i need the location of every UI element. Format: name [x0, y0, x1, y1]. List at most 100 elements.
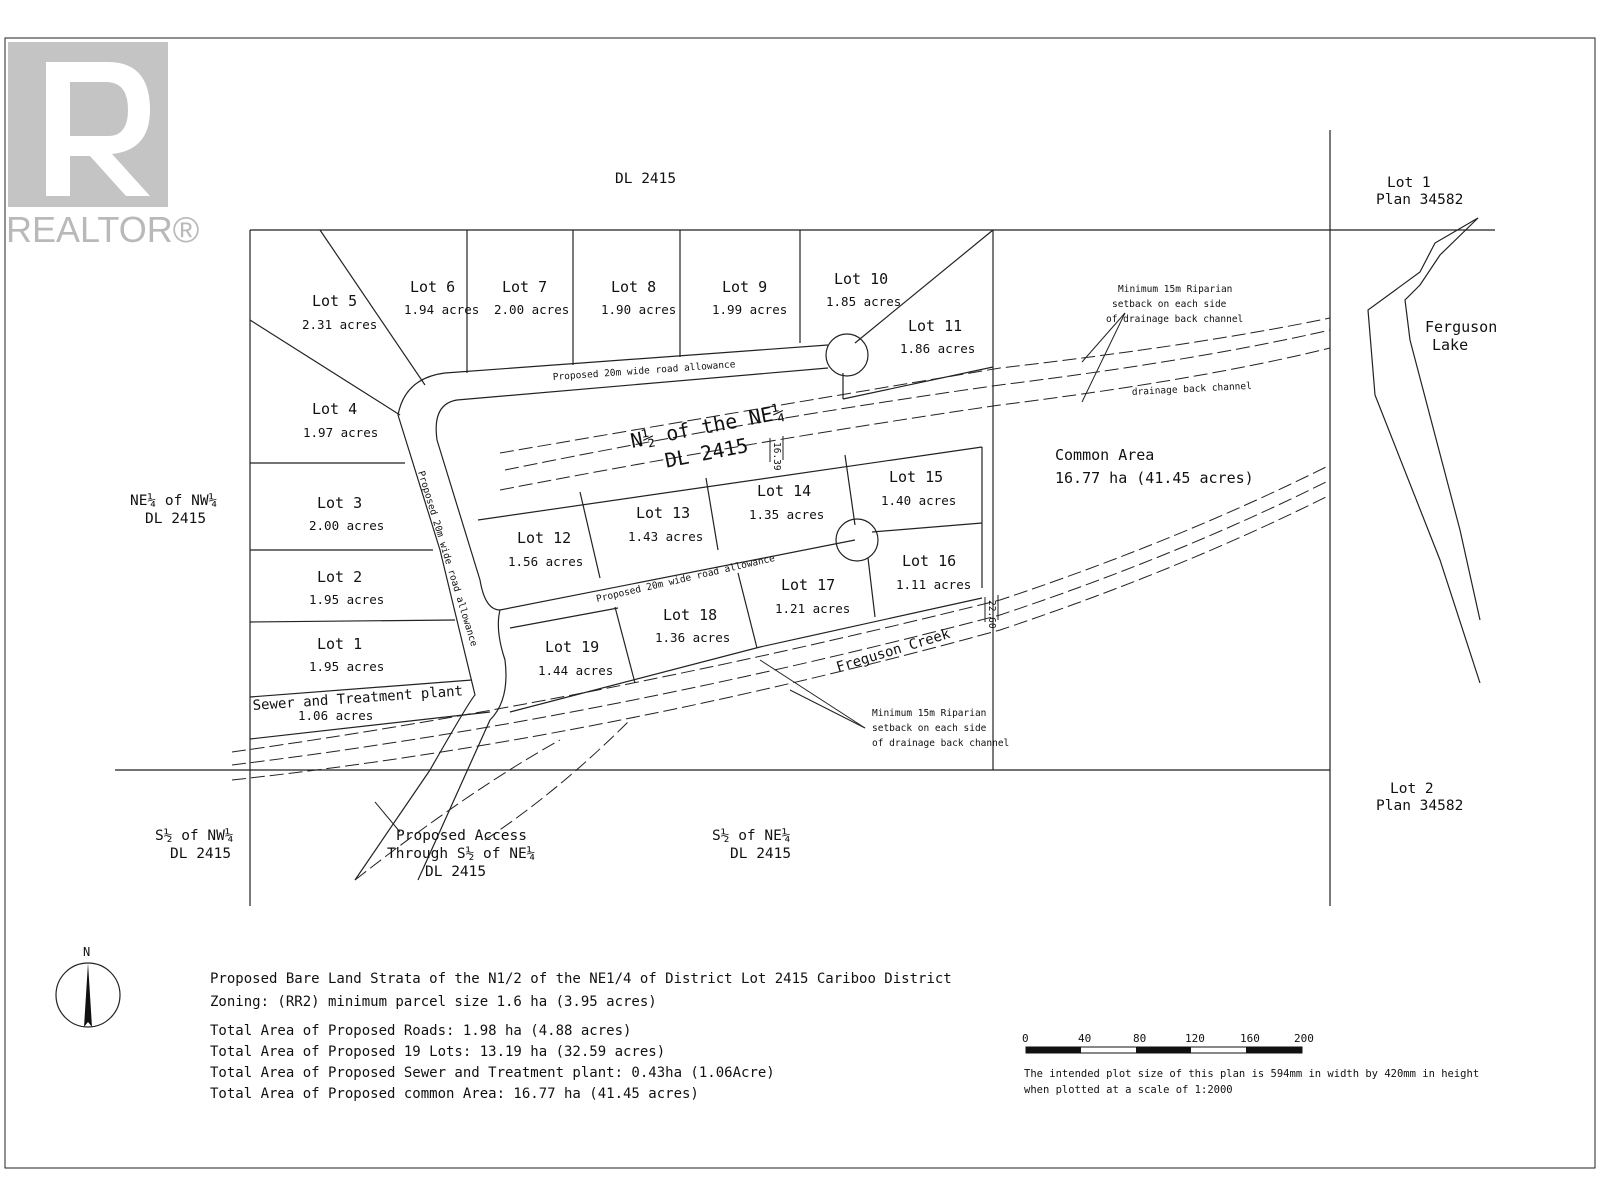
scale-tick-160: 160: [1240, 1032, 1260, 1045]
leader-lines: [374, 312, 1126, 833]
lot-8-name: Lot 8: [611, 278, 656, 296]
lot-6-area: 1.94 acres: [404, 302, 479, 317]
north-arrow-label: N: [83, 945, 90, 959]
scale-tick-120: 120: [1185, 1032, 1205, 1045]
lot-5-area: 2.31 acres: [302, 317, 377, 332]
ferguson-lake: [1367, 217, 1481, 684]
lake-line1: Ferguson: [1425, 318, 1497, 336]
riparian-top-1: Minimum 15m Riparian: [1118, 284, 1232, 295]
scale-tick-200: 200: [1294, 1032, 1314, 1045]
lot-4-area: 1.97 acres: [303, 425, 378, 440]
common-area-line1: Common Area: [1055, 446, 1154, 464]
lot-17-name: Lot 17: [781, 576, 835, 594]
lot-17-area: 1.21 acres: [775, 601, 850, 616]
north-arrow: N: [55, 945, 121, 1028]
road-label-south: Proposed 20m wide road allowance: [595, 553, 776, 605]
lot-13-area: 1.43 acres: [628, 529, 703, 544]
sewer-area: 1.06 acres: [298, 708, 373, 723]
scale-tick-0: 0: [1022, 1032, 1029, 1045]
note-zoning: Zoning: (RR2) minimum parcel size 1.6 ha…: [210, 994, 657, 1010]
s-ne-line1: S½ of NE¼: [712, 828, 791, 844]
lot-12-name: Lot 12: [517, 529, 571, 547]
lot-15-area: 1.40 acres: [881, 493, 956, 508]
s-nw-line2: DL 2415: [170, 846, 231, 862]
realtor-wordmark: REALTOR®: [6, 209, 199, 250]
note-common: Total Area of Proposed common Area: 16.7…: [210, 1086, 699, 1102]
proposed-road: [354, 333, 879, 881]
lot-2-name: Lot 2: [317, 568, 362, 586]
lot-16-area: 1.11 acres: [896, 577, 971, 592]
lot-4-name: Lot 4: [312, 400, 357, 418]
lot-14-name: Lot 14: [757, 482, 811, 500]
lot-7-name: Lot 7: [502, 278, 547, 296]
lot-1-area: 1.95 acres: [309, 659, 384, 674]
plan-lot2-line1: Lot 2: [1390, 781, 1434, 797]
scale-bar: 0 40 80 120 160 200 The intended plot si…: [1022, 1032, 1479, 1096]
lot-15-name: Lot 15: [889, 468, 943, 486]
common-area-line2: 16.77 ha (41.45 acres): [1055, 469, 1254, 487]
lot-labels: Lot 5 2.31 acres Lot 6 1.94 acres Lot 7 …: [252, 270, 975, 723]
plan-lot2-line2: Plan 34582: [1376, 798, 1463, 814]
scale-tick-80: 80: [1133, 1032, 1146, 1045]
lot-1-name: Lot 1: [317, 635, 362, 653]
lot-8-area: 1.90 acres: [601, 302, 676, 317]
riparian-bottom-1: Minimum 15m Riparian: [872, 708, 986, 719]
realtor-logo: REALTOR®: [6, 42, 199, 250]
s-nw-line1: S½ of NW¼: [155, 828, 234, 844]
note-roads: Total Area of Proposed Roads: 1.98 ha (4…: [210, 1023, 631, 1039]
lot-18-name: Lot 18: [663, 606, 717, 624]
road-label-west: Proposed 20m wide road allowance: [415, 470, 479, 649]
plan-lot1-line1: Lot 1: [1387, 175, 1431, 191]
lot-16-name: Lot 16: [902, 552, 956, 570]
lot-11-name: Lot 11: [908, 317, 962, 335]
access-line2: Through S½ of NE¼: [387, 846, 535, 862]
riparian-bottom-2: setback on each side: [872, 723, 987, 734]
lot-18-area: 1.36 acres: [655, 630, 730, 645]
scale-note-2: when plotted at a scale of 1:2000: [1024, 1084, 1233, 1096]
note-sewer: Total Area of Proposed Sewer and Treatme…: [210, 1065, 775, 1081]
riparian-bottom-3: of drainage back channel: [872, 738, 1009, 749]
access-line3: DL 2415: [425, 864, 486, 880]
plan-lot1-line2: Plan 34582: [1376, 192, 1463, 208]
lot-5-name: Lot 5: [312, 292, 357, 310]
lot-14-area: 1.35 acres: [749, 507, 824, 522]
road-labels: Proposed 20m wide road allowance Propose…: [415, 359, 776, 648]
lake-line2: Lake: [1432, 336, 1468, 354]
ne-nw-line2: DL 2415: [145, 511, 206, 527]
lot-12-area: 1.56 acres: [508, 554, 583, 569]
lot-6-name: Lot 6: [410, 278, 455, 296]
scale-tick-40: 40: [1078, 1032, 1091, 1045]
lot-3-area: 2.00 acres: [309, 518, 384, 533]
lot-19-name: Lot 19: [545, 638, 599, 656]
scale-segment: [1136, 1047, 1191, 1053]
lot-10-name: Lot 10: [834, 270, 888, 288]
creek-label: Freguson Creek: [834, 626, 952, 676]
lot-9-name: Lot 9: [722, 278, 767, 296]
north-arrow-needle: [84, 963, 92, 1027]
dl-north-label: DL 2415: [615, 171, 676, 187]
note-title: Proposed Bare Land Strata of the N1/2 of…: [210, 971, 952, 987]
lot-9-area: 1.99 acres: [712, 302, 787, 317]
lot-13-name: Lot 13: [636, 504, 690, 522]
note-lots: Total Area of Proposed 19 Lots: 13.19 ha…: [210, 1044, 665, 1060]
dimension-2: 22.60: [986, 600, 997, 629]
plan-notes: Proposed Bare Land Strata of the N1/2 of…: [210, 971, 952, 1102]
s-ne-line2: DL 2415: [730, 846, 791, 862]
drainage-channels: [231, 317, 1331, 881]
riparian-top-2: setback on each side: [1112, 299, 1227, 310]
scale-segment: [1246, 1047, 1302, 1053]
riparian-top-3: of drainage back channel: [1106, 314, 1243, 325]
access-line1: Proposed Access: [396, 828, 527, 844]
lot-7-area: 2.00 acres: [494, 302, 569, 317]
ne-nw-line1: NE¼ of NW¼: [130, 493, 217, 509]
lot-3-name: Lot 3: [317, 494, 362, 512]
lot-11-area: 1.86 acres: [900, 341, 975, 356]
lot-10-area: 1.85 acres: [826, 294, 901, 309]
lot-2-area: 1.95 acres: [309, 592, 384, 607]
lot-lines: [249, 229, 994, 740]
dimension-1: 16.39: [771, 442, 782, 471]
lot-19-area: 1.44 acres: [538, 663, 613, 678]
annotation-labels: Minimum 15m Riparian setback on each sid…: [771, 284, 1252, 749]
